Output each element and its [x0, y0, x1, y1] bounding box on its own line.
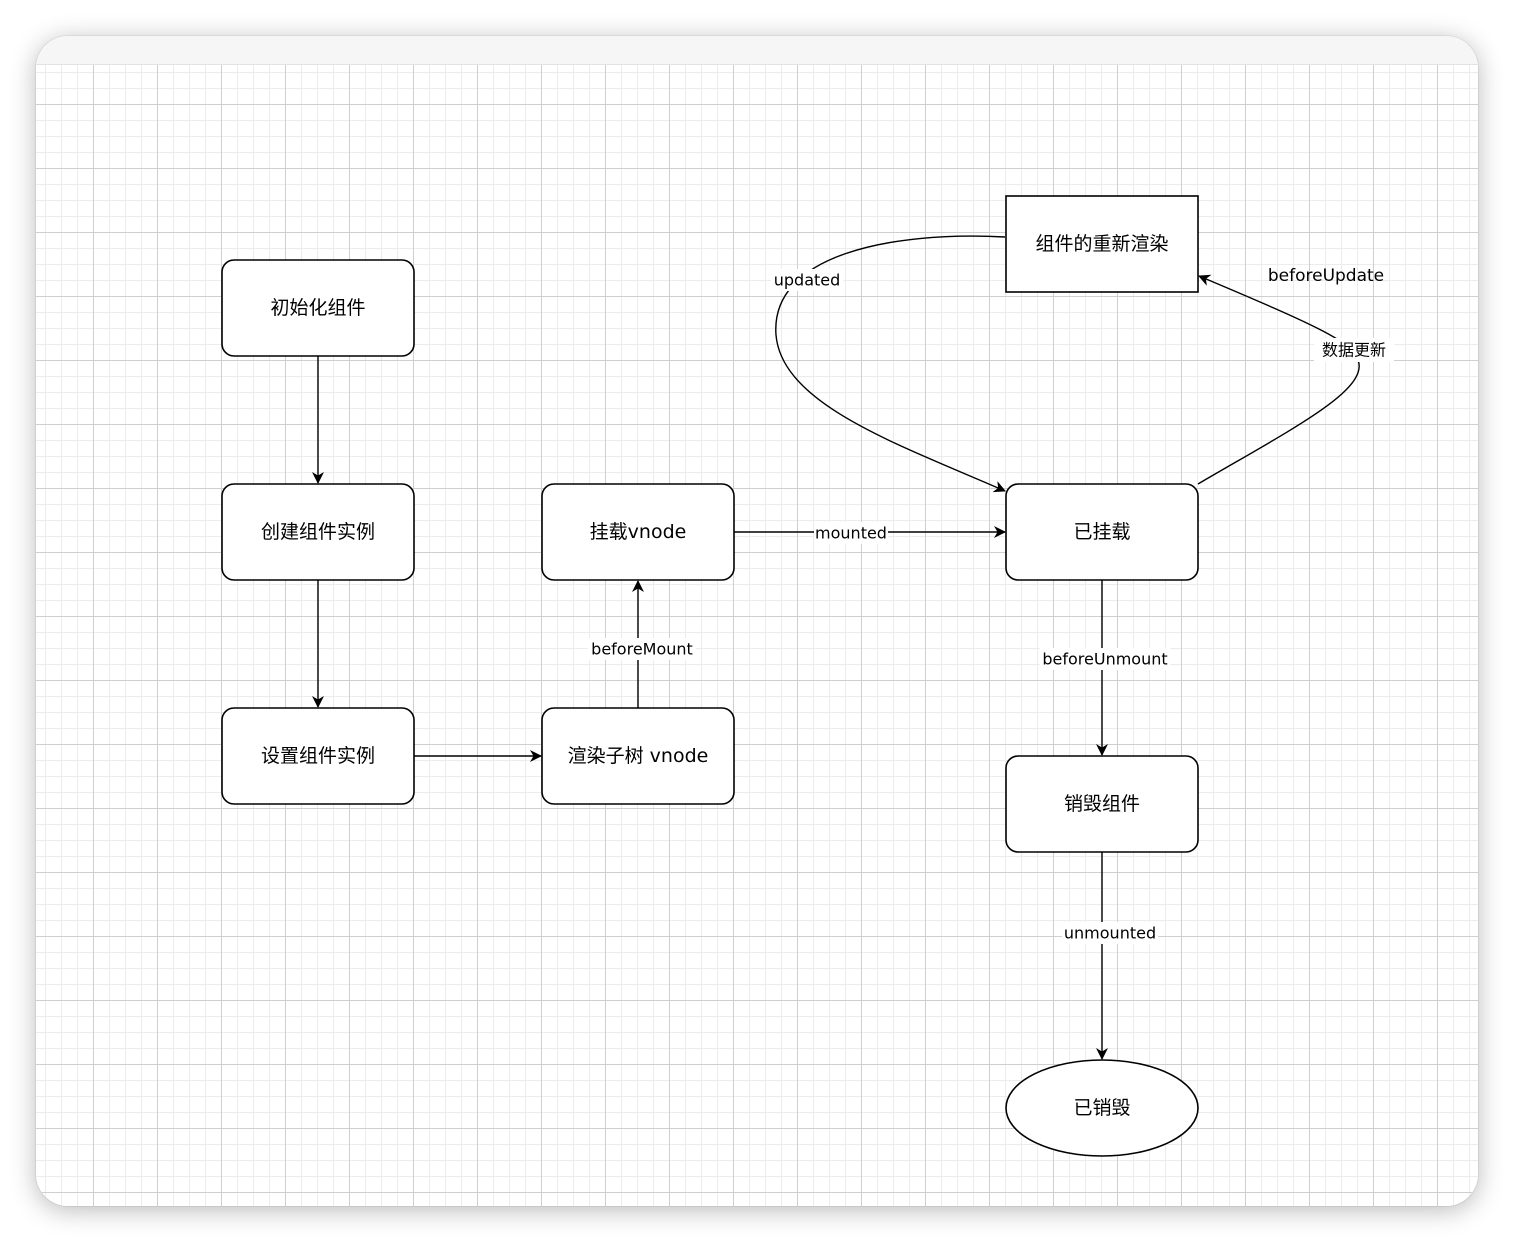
node-label: 创建组件实例	[261, 521, 375, 543]
node-label: 渲染子树 vnode	[568, 745, 709, 767]
edge-mounted-to-rerender[interactable]	[1197, 274, 1360, 485]
window-titlebar	[36, 36, 1478, 65]
node-mounted[interactable]: 已挂载	[1005, 483, 1199, 581]
node-mount-vnode[interactable]: 挂载vnode	[541, 483, 735, 581]
node-rerender[interactable]: 组件的重新渲染	[1005, 195, 1199, 293]
node-init-component[interactable]: 初始化组件	[221, 259, 415, 357]
node-label: 已挂载	[1073, 521, 1130, 543]
node-render-subtree[interactable]: 渲染子树 vnode	[541, 707, 735, 805]
edges	[312, 235, 1360, 1060]
node-label: 销毁组件	[1064, 793, 1140, 815]
edge-labels: beforeMount mounted updated beforeUpdate…	[588, 266, 1394, 944]
node-destroy-component[interactable]: 销毁组件	[1005, 755, 1199, 853]
node-label: 初始化组件	[270, 297, 365, 319]
label-before-update: beforeUpdate	[1268, 266, 1384, 286]
node-label: 已销毁	[1073, 1097, 1130, 1119]
label-unmounted: unmounted	[1064, 924, 1156, 943]
label-before-mount: beforeMount	[591, 640, 693, 659]
node-setup-instance[interactable]: 设置组件实例	[221, 707, 415, 805]
edge-rerender-to-mounted[interactable]	[775, 235, 1006, 493]
node-label: 挂载vnode	[590, 521, 687, 543]
label-updated: updated	[774, 271, 841, 290]
node-create-instance[interactable]: 创建组件实例	[221, 483, 415, 581]
label-data-update: 数据更新	[1322, 341, 1386, 360]
node-label: 组件的重新渲染	[1035, 233, 1168, 255]
label-before-unmount: beforeUnmount	[1042, 650, 1167, 669]
label-mounted: mounted	[815, 524, 887, 543]
grid-canvas	[36, 65, 1478, 1206]
node-destroyed[interactable]: 已销毁	[1005, 1059, 1199, 1157]
diagram-window	[36, 36, 1478, 1206]
node-label: 设置组件实例	[261, 745, 375, 767]
